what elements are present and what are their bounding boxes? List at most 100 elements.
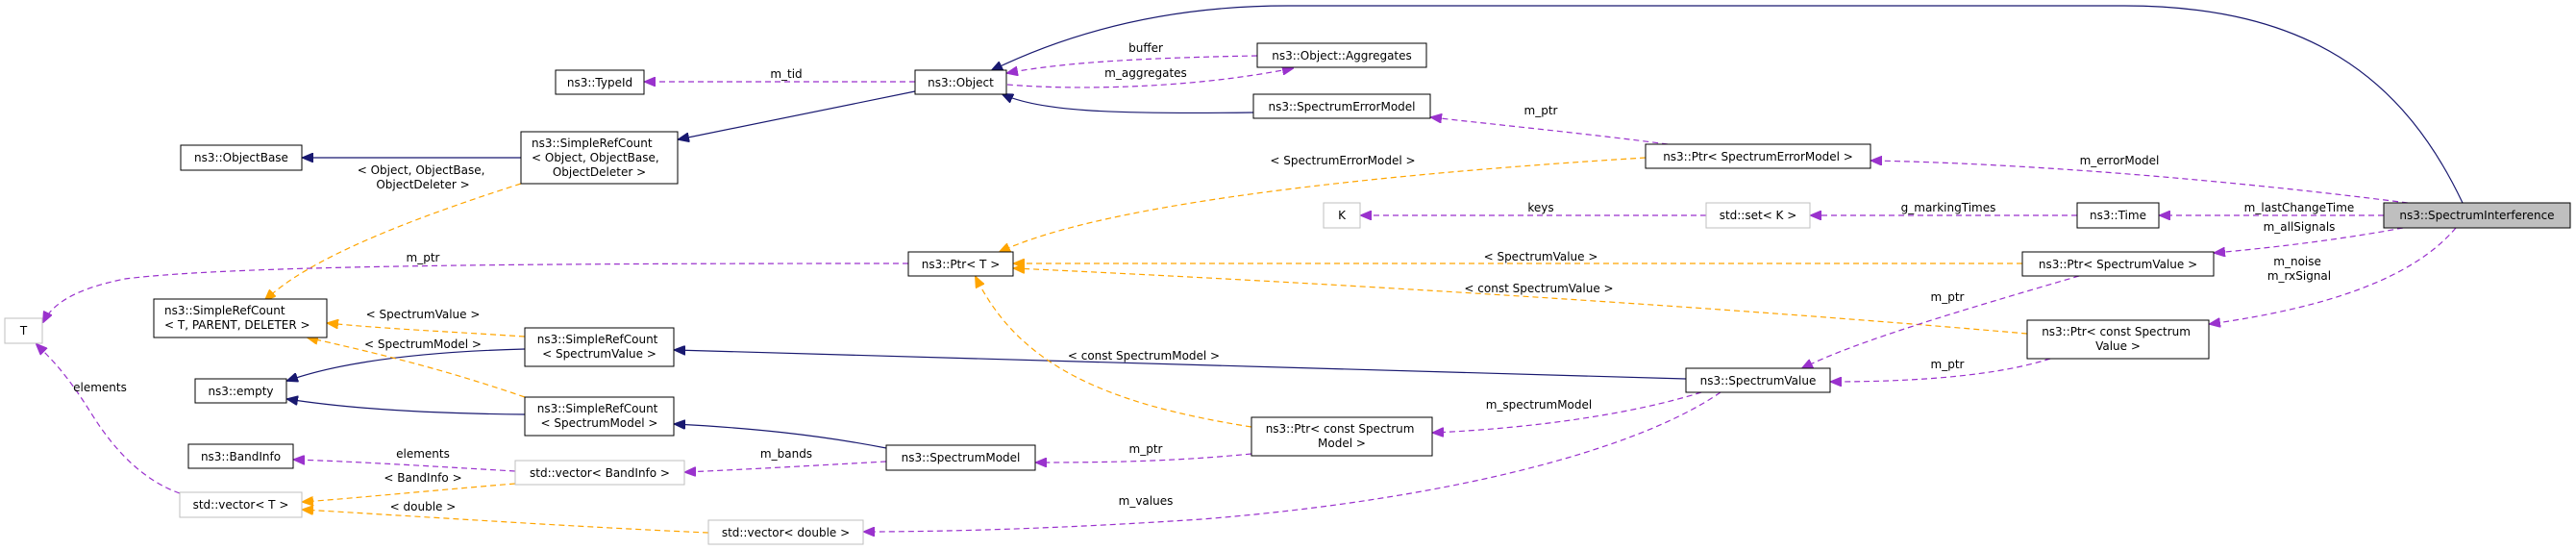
edge-src-object-src-t	[265, 183, 522, 300]
node-label-line: < SpectrumModel >	[541, 416, 658, 430]
edge-label-m-tid: m_tid	[770, 67, 802, 81]
node-label: ns3::TypeId	[567, 76, 632, 89]
node-label: K	[1338, 209, 1347, 222]
node-simplerefcount-t[interactable]: ns3::SimpleRefCount < T, PARENT, DELETER…	[153, 298, 328, 338]
node-t[interactable]: T	[4, 317, 43, 344]
edge-spectrumvalue-ptr-const-sm	[1433, 391, 1702, 433]
edge-vector-bandinfo-bandinfo	[294, 460, 516, 472]
edge-label-m-ptr-sv2: m_ptr	[1931, 358, 1965, 371]
node-empty[interactable]: ns3::empty	[194, 378, 287, 404]
node-label: ns3::ObjectBase	[194, 151, 288, 164]
node-label: ns3::BandInfo	[201, 450, 281, 463]
edges	[37, 5, 2464, 534]
edge-label-template-bandinfo: < BandInfo >	[384, 471, 461, 485]
node-label: std::vector< double >	[722, 526, 850, 539]
node-label-line: ns3::SimpleRefCount	[532, 137, 653, 150]
edge-interference-ptr-errormodel	[1871, 161, 2409, 204]
edge-label-m-ptr-errormodel: m_ptr	[1524, 104, 1558, 117]
node-std-vector-bandinfo[interactable]: std::vector< BandInfo >	[514, 460, 685, 486]
edge-label-elements-t: elements	[73, 381, 127, 394]
node-typeid[interactable]: ns3::TypeId	[555, 69, 645, 95]
node-spectrum-error-model[interactable]: ns3::SpectrumErrorModel	[1252, 93, 1431, 119]
node-std-vector-double[interactable]: std::vector< double >	[707, 519, 864, 545]
edge-ptr-const-sv-ptr-t	[1014, 268, 2028, 335]
nodes: ns3::SpectrumInterference ns3::Object ns…	[4, 42, 2571, 545]
node-label: std::vector< T >	[193, 498, 289, 512]
edge-label-g-markingtimes: g_markingTimes	[1901, 201, 1996, 214]
edge-label-src-template-spectrummodel: < SpectrumModel >	[364, 338, 482, 351]
node-label: ns3::Ptr< T >	[922, 258, 1001, 271]
edge-label-template-spectrumvalue: < SpectrumValue >	[1484, 250, 1598, 263]
node-ptr-spectrum-error-model[interactable]: ns3::Ptr< SpectrumErrorModel >	[1645, 143, 1871, 169]
edge-interference-ptr-const-sv	[2210, 227, 2457, 324]
edge-ptr-sv-spectrumvalue	[1802, 275, 2080, 368]
node-label: ns3::Ptr< const Spectrum Value >	[2042, 325, 2194, 353]
node-label: ns3::Object::Aggregates	[1272, 49, 1412, 62]
node-ptr-const-spectrum-model[interactable]: ns3::Ptr< const Spectrum Model >	[1251, 416, 1433, 457]
node-label: ns3::Ptr< SpectrumValue >	[2039, 258, 2197, 271]
node-spectrum-value[interactable]: ns3::SpectrumValue	[1685, 367, 1831, 393]
node-label: ns3::Ptr< SpectrumErrorModel >	[1663, 150, 1853, 163]
node-label: ns3::SimpleRefCount < Object, ObjectBase…	[532, 137, 663, 179]
edge-object-src-object	[679, 90, 916, 139]
node-label: ns3::Ptr< const Spectrum Model >	[1266, 422, 1419, 450]
edge-ptr-t-t	[43, 262, 909, 322]
edge-labels: m_tid buffer m_aggregates < Object, Obje…	[73, 41, 2354, 513]
node-label: ns3::Time	[2090, 209, 2146, 222]
edge-vector-bandinfo-vector-t	[303, 483, 516, 502]
edge-ptr-errormodel-errormodel	[1431, 117, 1669, 145]
edge-label-keys: keys	[1527, 201, 1553, 214]
edge-label-line: < Object, ObjectBase,	[358, 163, 485, 177]
edge-vector-double-vector-t	[303, 510, 709, 534]
node-spectrum-model[interactable]: ns3::SpectrumModel	[885, 444, 1036, 471]
edge-label-m-aggregates: m_aggregates	[1104, 66, 1187, 80]
node-label: ns3::empty	[208, 385, 273, 398]
edge-label-m-spectrummodel: m_spectrumModel	[1486, 398, 1593, 412]
node-spectrum-interference[interactable]: ns3::SpectrumInterference	[2383, 202, 2571, 229]
node-label: ns3::SimpleRefCount < SpectrumModel >	[537, 402, 661, 430]
node-bandinfo[interactable]: ns3::BandInfo	[187, 443, 294, 469]
edge-src-sv-src-t	[328, 323, 526, 338]
node-k[interactable]: K	[1323, 202, 1361, 229]
node-label-line: Model >	[1318, 437, 1366, 450]
node-ptr-const-spectrum-value[interactable]: ns3::Ptr< const Spectrum Value >	[2026, 319, 2210, 360]
node-label-line: < T, PARENT, DELETER >	[164, 318, 310, 332]
edge-label-template-const-spectrummodel: < const SpectrumModel >	[1068, 349, 1220, 362]
edge-src-sm-src-t	[308, 338, 526, 398]
node-label-line: ns3::SimpleRefCount	[537, 402, 658, 415]
edge-spectrumvalue-vector-double	[864, 391, 1721, 532]
node-ptr-t[interactable]: ns3::Ptr< T >	[907, 251, 1014, 277]
edge-label-template-errormodel: < SpectrumErrorModel >	[1270, 154, 1415, 167]
node-label: ns3::SpectrumModel	[902, 451, 1021, 464]
node-std-set-k[interactable]: std::set< K >	[1705, 202, 1811, 229]
edge-label-template-const-spectrumvalue: < const SpectrumValue >	[1464, 282, 1613, 295]
node-label-line: ns3::SimpleRefCount	[537, 333, 658, 346]
edge-spectrummodel-vector-bandinfo	[685, 461, 887, 472]
node-std-vector-t[interactable]: std::vector< T >	[179, 491, 303, 518]
node-label-line: Value >	[2095, 339, 2141, 353]
node-simplerefcount-spectrum-value[interactable]: ns3::SimpleRefCount < SpectrumValue >	[524, 327, 675, 367]
node-simplerefcount-object[interactable]: ns3::SimpleRefCount < Object, ObjectBase…	[520, 131, 679, 185]
node-object[interactable]: ns3::Object	[914, 69, 1007, 95]
edge-interference-ptr-sv	[2215, 227, 2404, 253]
node-simplerefcount-spectrum-model[interactable]: ns3::SimpleRefCount < SpectrumModel >	[524, 396, 675, 437]
node-objectbase[interactable]: ns3::ObjectBase	[180, 144, 303, 171]
node-ptr-spectrum-value[interactable]: ns3::Ptr< SpectrumValue >	[2021, 251, 2215, 277]
node-label: ns3::SimpleRefCount < T, PARENT, DELETER…	[164, 304, 310, 332]
node-label: ns3::Object	[928, 76, 994, 89]
edge-object-aggregates	[1006, 68, 1293, 88]
node-label-line: ns3::Ptr< const Spectrum	[2042, 325, 2191, 338]
edge-ptr-const-sv-spectrumvalue	[1831, 358, 2051, 382]
node-time[interactable]: ns3::Time	[2076, 202, 2160, 229]
edge-label-src-template-spectrumvalue: < SpectrumValue >	[366, 308, 481, 321]
edge-label-m-ptr-sv1: m_ptr	[1931, 290, 1965, 304]
edge-spectrumvalue-src-sv	[675, 350, 1687, 380]
edge-ptr-const-sm-spectrummodel	[1036, 453, 1252, 462]
edge-label-m-values: m_values	[1119, 494, 1174, 508]
edge-label-m-noise-rxsignal: m_noise m_rxSignal	[2267, 255, 2331, 283]
node-label-line: < SpectrumValue >	[542, 347, 656, 361]
node-object-aggregates[interactable]: ns3::Object::Aggregates	[1256, 42, 1427, 68]
edge-vector-t-t	[37, 344, 181, 494]
node-label: std::set< K >	[1720, 209, 1797, 222]
